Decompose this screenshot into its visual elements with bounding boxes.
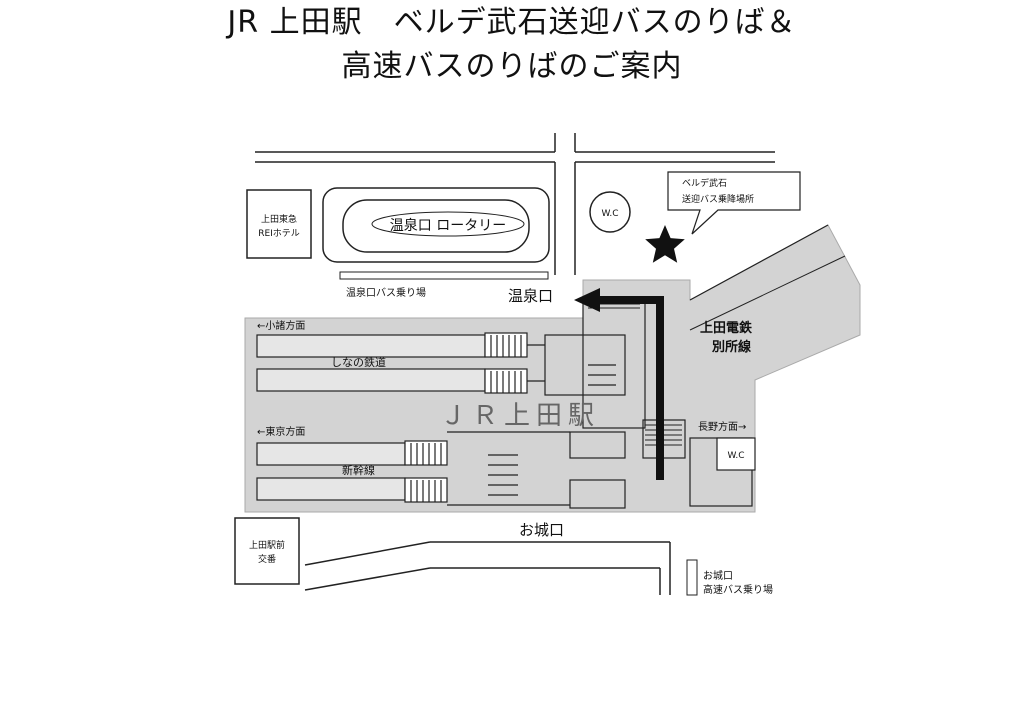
shinkansen-stairs bbox=[410, 443, 518, 502]
south-roads bbox=[304, 541, 671, 595]
oshiro-bus-label-1: お城口 bbox=[703, 570, 733, 582]
wc-south-label: W.C bbox=[727, 451, 744, 461]
onsen-bus-label: 温泉口バス乗り場 bbox=[346, 286, 426, 299]
pickup-star-icon bbox=[645, 225, 685, 263]
pickup-callout bbox=[667, 171, 801, 235]
oshiro-bus-platform bbox=[686, 559, 698, 596]
nagano-label: 長野方面→ bbox=[698, 420, 746, 433]
shinano-stairs bbox=[490, 335, 522, 393]
bessho-label-1: 上田電鉄 bbox=[700, 320, 752, 336]
title-line-1: JR 上田駅 ベルデ武石送迎バスのりば＆ bbox=[227, 5, 797, 40]
oshiro-bus-label-2: 高速バス乗り場 bbox=[703, 583, 773, 596]
shinkansen-label: 新幹線 bbox=[342, 463, 375, 477]
shinano-label: しなの鉄道 bbox=[331, 355, 386, 369]
title-line-2: 高速バスのりばのご案内 bbox=[341, 49, 683, 84]
koban-box bbox=[234, 517, 300, 585]
station-label: ＪＲ上田駅 bbox=[440, 401, 600, 431]
hotel-label-1: 上田東急 bbox=[261, 213, 297, 225]
shinano-platforms bbox=[256, 332, 528, 394]
bessho-line-track bbox=[689, 224, 829, 301]
hotel-label-2: REIホテル bbox=[258, 228, 300, 239]
route-arrow bbox=[598, 296, 664, 480]
pickup-label-2: 送迎バス乗降場所 bbox=[682, 193, 754, 205]
north-roads bbox=[255, 133, 775, 275]
onsen-exit-label: 温泉口 bbox=[508, 287, 553, 305]
rotary-label: 温泉口 ロータリー bbox=[390, 217, 506, 234]
wc-north-label: W.C bbox=[601, 209, 618, 219]
hotel-box bbox=[246, 189, 312, 259]
bessho-line-track-2 bbox=[689, 255, 846, 331]
onsen-bus-platform bbox=[339, 271, 549, 280]
shinkansen-platforms bbox=[256, 431, 570, 506]
pickup-label-1: ベルデ武石 bbox=[682, 177, 727, 189]
station-area bbox=[244, 224, 861, 513]
komoro-label: ←小諸方面 bbox=[257, 319, 305, 332]
koban-label-2: 交番 bbox=[258, 553, 276, 565]
koban-label-1: 上田駅前 bbox=[249, 539, 285, 551]
concourse bbox=[544, 299, 756, 509]
tokyo-label: ←東京方面 bbox=[257, 425, 305, 438]
bessho-label-2: 別所線 bbox=[711, 339, 752, 355]
route-arrowhead-icon bbox=[574, 288, 600, 312]
rotary-ellipse bbox=[371, 211, 525, 237]
wc-north-icon bbox=[589, 191, 631, 233]
oshiro-exit-label: お城口 bbox=[519, 521, 564, 539]
